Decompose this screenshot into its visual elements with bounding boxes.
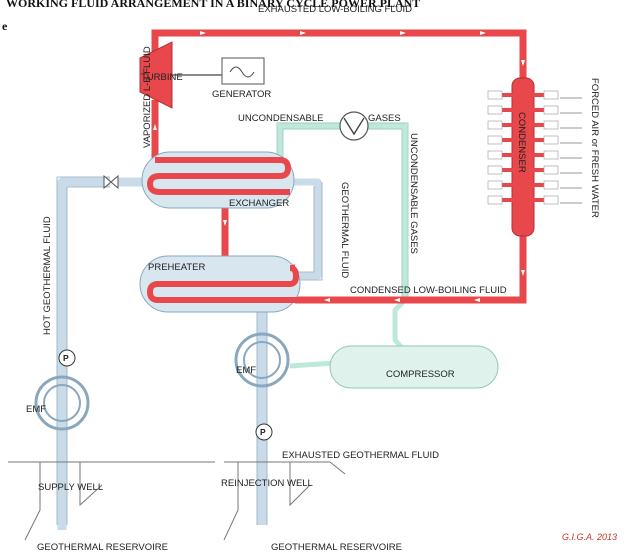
hot-geothermal-label: HOT GEOTHERMAL FLUID — [42, 216, 53, 335]
supply-pipe — [57, 177, 110, 525]
compressor-body — [329, 345, 499, 389]
exchanger[interactable]: EXCHANGER — [141, 151, 295, 209]
exchanger-coil — [146, 157, 292, 195]
pump-label: P — [260, 427, 266, 437]
sine-wave-icon — [229, 66, 255, 78]
air-flow-arrows — [560, 97, 582, 204]
credit-label: G.I.G.A. 2013 — [562, 532, 617, 542]
uncondensable-gases-label: UNCONDENSABLE GASES — [408, 133, 419, 254]
pump-label: P — [63, 353, 69, 363]
condensed-label: CONDENSED LOW-BOILING FLUID — [350, 285, 507, 296]
emf-inner-ring-icon — [43, 384, 81, 422]
valve-circle — [339, 111, 369, 141]
emf-coil-icon — [234, 332, 290, 388]
valve-icon — [103, 174, 119, 190]
gas-pipe-exchanger — [277, 123, 340, 160]
check-valve[interactable] — [339, 111, 369, 141]
uncondensable-label: UNCONDENSABLE — [238, 113, 324, 124]
compressor-label: COMPRESSOR — [386, 369, 455, 380]
emf-reinjection[interactable]: EMF — [234, 332, 290, 388]
exhausted-fluid-pipe — [151, 29, 527, 304]
turbine-label: TURBINE — [141, 72, 183, 83]
forced-air-label: FORCED AIR or FRESH WATER — [589, 78, 600, 218]
emf-label: EMF — [26, 404, 46, 415]
reservoir-right-label: GEOTHERMAL RESERVOIRE — [271, 542, 402, 553]
pump-icon — [58, 349, 76, 367]
preheater-coil — [146, 265, 300, 303]
condenser[interactable]: CONDENSER — [487, 77, 559, 237]
vaporized-label: VAPORIZED L-B FLUID — [142, 46, 153, 148]
geothermal-pipes — [57, 177, 322, 530]
exchanger-preheater-pipe — [290, 178, 322, 280]
gas-pipe-outline — [276, 122, 409, 300]
generator[interactable]: GENERATOR — [212, 57, 271, 100]
reservoir-left-label: GEOTHERMAL RESERVOIRE — [37, 542, 168, 553]
reinjection-well-label: REINJECTION WELL — [221, 478, 313, 489]
supply-well-label: SUPPLY WELL — [38, 482, 103, 493]
emf-inner-ring-icon — [243, 341, 281, 379]
emf-supply[interactable]: EMF — [26, 375, 90, 431]
geothermal-fluid-label: GEOTHERMAL FLUID — [339, 182, 350, 278]
header-fragment: e — [2, 19, 8, 33]
exhausted-low-boiling-label: EXHAUSTED LOW-BOILING FLUID — [258, 4, 412, 15]
pump-supply[interactable]: P — [58, 349, 76, 367]
preheater[interactable]: PREHEATER — [139, 255, 301, 313]
gases-label: GASES — [368, 113, 401, 124]
turbine[interactable]: TURBINE — [139, 41, 183, 109]
exchanger-label: EXCHANGER — [229, 198, 289, 209]
valve-v-icon — [343, 117, 365, 136]
geothermal-pipe-outlines — [56, 176, 323, 525]
emf-label: EMF — [236, 365, 256, 376]
pump-icon — [255, 423, 273, 441]
ground-line — [8, 461, 346, 475]
compressor[interactable]: COMPRESSOR — [329, 345, 499, 389]
supply-valve[interactable] — [103, 174, 119, 190]
condenser-label: CONDENSER — [516, 112, 527, 173]
pump-reinjection[interactable]: P — [255, 423, 273, 441]
emf-coil-icon — [34, 375, 90, 431]
condenser-boxes — [487, 90, 559, 205]
turbine-body — [139, 41, 173, 109]
header-title: WORKING FLUID ARRANGEMENT IN A BINARY CY… — [6, 0, 420, 10]
preheater-label: PREHEATER — [148, 262, 206, 273]
generator-label: GENERATOR — [212, 89, 271, 100]
well-casing — [24, 462, 311, 541]
generator-box — [221, 57, 265, 85]
exhausted-geothermal-label: EXHAUSTED GEOTHERMAL FLUID — [282, 450, 439, 461]
